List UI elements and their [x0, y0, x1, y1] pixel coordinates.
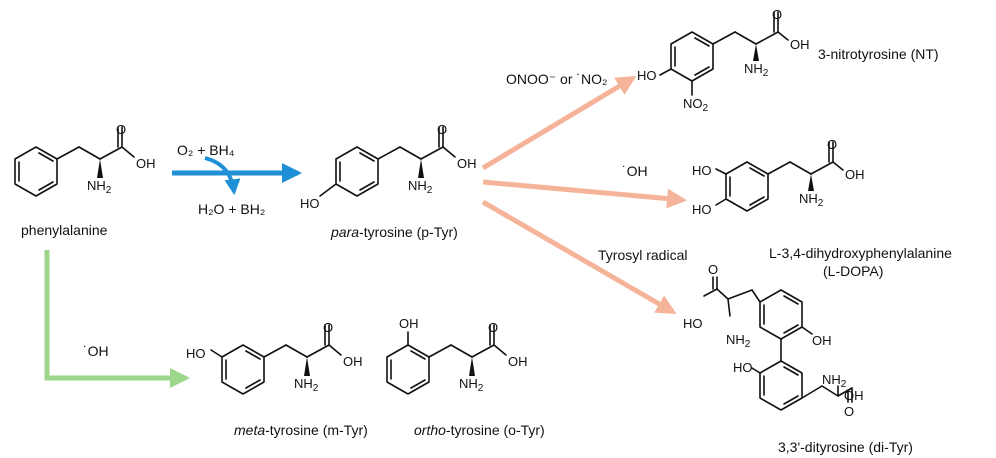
- carboxyl-oxygen: O: [323, 320, 333, 335]
- ortho-tyrosine-label: ortho-tyrosine (o-Tyr): [414, 422, 545, 438]
- amino-group: NH2: [87, 178, 112, 196]
- dimerization-arrow: [481, 199, 677, 315]
- para-tyrosine-structure: HO O OH NH2: [300, 122, 477, 211]
- nitration-arrow: [481, 75, 637, 171]
- l-dopa-structure: HO HO O OH NH2: [692, 137, 865, 217]
- carboxyl-oxygen: O: [772, 7, 782, 22]
- phenylalanine-label: phenylalanine: [21, 222, 108, 238]
- phenylalanine-structure: O OH NH2: [14, 122, 156, 197]
- carboxyl-oxygen: O: [827, 137, 837, 152]
- lower-carboxyl-oxygen: O: [844, 404, 854, 419]
- hydroxyl-radical-condition: ˙OH: [622, 163, 648, 179]
- l-dopa-label-line1: L-3,4-dihydroxyphenylalanine: [769, 245, 952, 261]
- phenol-ho: HO: [300, 196, 320, 211]
- meta-tyrosine-label: meta-tyrosine (m-Tyr): [234, 422, 368, 438]
- dityrosine-label: 3,3'-dityrosine (di-Tyr): [778, 439, 913, 455]
- cofactor-curved-arrow: [204, 156, 241, 196]
- amino-group: NH2: [408, 178, 433, 196]
- ortho-tyrosine-structure: OH O OH NH2: [386, 316, 528, 395]
- para-tyrosine-label: para-tyrosine (p-Tyr): [330, 224, 458, 240]
- carboxyl-oxygen: O: [488, 320, 498, 335]
- catechol-ho-top: HO: [692, 163, 712, 178]
- carboxyl-oh: OH: [457, 156, 477, 171]
- phenol-ho: HO: [637, 68, 657, 83]
- tyrosyl-radical-condition: Tyrosyl radical: [598, 247, 687, 263]
- lower-phenol-ho: HO: [733, 360, 753, 375]
- hydroxyl-radical-green-arrow: [44, 250, 190, 388]
- meta-tyrosine-structure: HO O OH NH2: [186, 320, 363, 395]
- catechol-ho-bottom: HO: [692, 202, 712, 217]
- amino-group: NH2: [799, 191, 824, 209]
- nitrotyrosine-structure: HO NO2 O OH NH2: [637, 7, 810, 114]
- phenol-oh: OH: [399, 316, 419, 331]
- nitrotyrosine-label: 3-nitrotyrosine (NT): [818, 46, 939, 62]
- amino-group: NH2: [459, 376, 484, 394]
- amino-group: NH2: [294, 376, 319, 394]
- carboxyl-oh: OH: [343, 354, 363, 369]
- upper-amino-group: NH2: [726, 332, 751, 350]
- lower-carboxyl-oh: OH: [844, 388, 864, 403]
- upper-carboxyl-oxygen: O: [708, 262, 718, 277]
- hydroxyl-radical-arrow: [482, 179, 687, 209]
- lower-amino-group: NH2: [822, 372, 847, 390]
- o2-bh4-reagent: O₂ + BH₄: [177, 142, 235, 158]
- l-dopa-label-line2: (L-DOPA): [823, 263, 883, 279]
- h2o-bh2-product: H₂O + BH₂: [198, 201, 265, 217]
- peroxynitrite-condition: ONOO⁻ or ˙NO₂: [506, 71, 608, 87]
- hydroxyl-radical-condition-green: ˙OH: [83, 343, 109, 359]
- carboxyl-oxygen: O: [116, 122, 126, 137]
- amino-group: NH2: [744, 61, 769, 79]
- carboxyl-oh: OH: [845, 167, 865, 182]
- phenol-ho: HO: [186, 346, 206, 361]
- nitro-group: NO2: [683, 96, 709, 114]
- carboxyl-oh: OH: [790, 37, 810, 52]
- upper-carboxyl-ho: HO: [683, 316, 703, 331]
- carboxyl-oh: OH: [136, 156, 156, 171]
- dityrosine-structure: O HO NH2 OH HO NH2 OH O: [683, 262, 864, 419]
- carboxyl-oxygen: O: [437, 122, 447, 137]
- upper-phenol-oh: OH: [812, 333, 832, 348]
- carboxyl-oh: OH: [508, 354, 528, 369]
- reaction-arrows: [44, 75, 687, 388]
